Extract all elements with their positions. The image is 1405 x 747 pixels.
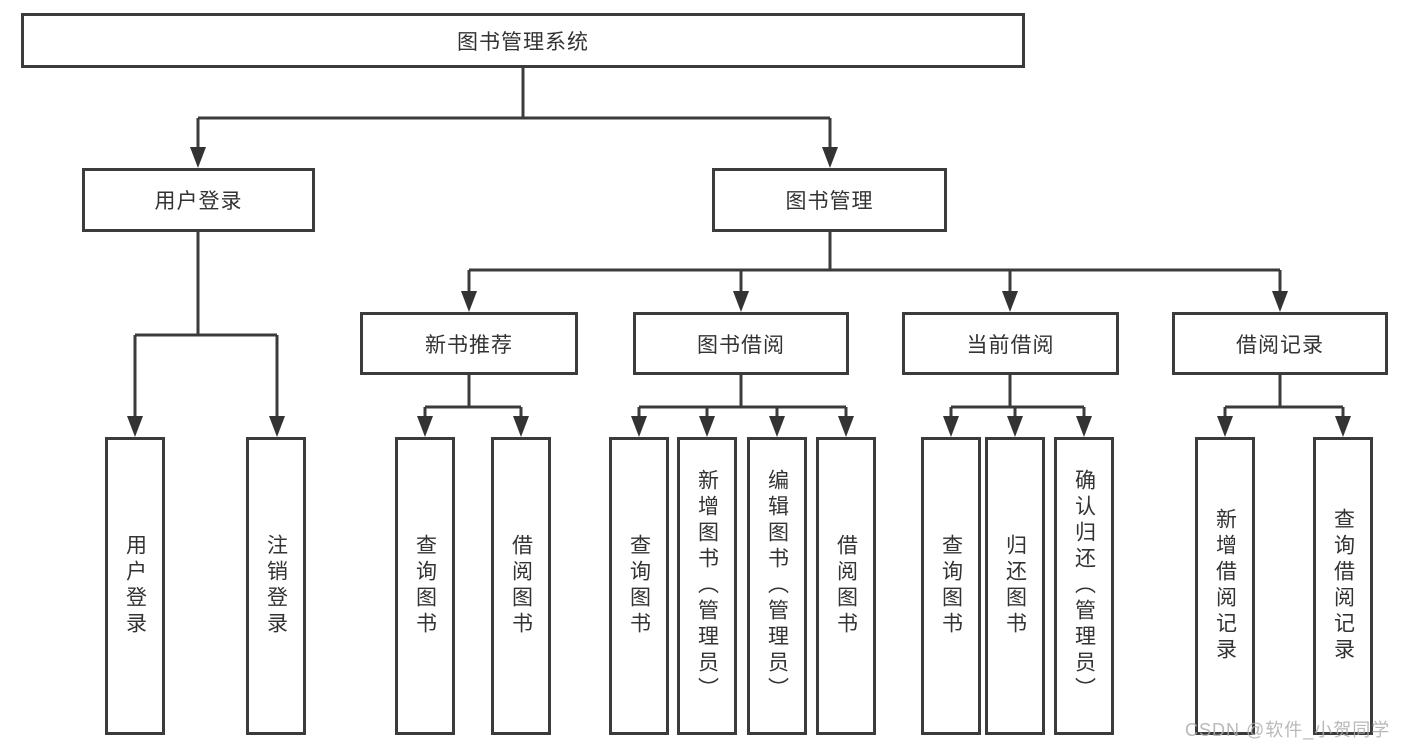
leaf-label: 用户登录 — [123, 534, 147, 638]
leaf-label: 查询借阅记录 — [1331, 508, 1355, 664]
leaf-label: 查询图书 — [413, 534, 437, 638]
node-leaf-add-book-admin: 新增图书（管理员） — [677, 437, 737, 735]
node-new-book-recommend: 新书推荐 — [360, 312, 578, 375]
node-leaf-add-borrow-record: 新增借阅记录 — [1195, 437, 1255, 735]
node-leaf-query-book-3: 查询图书 — [921, 437, 981, 735]
leaf-label: 新增借阅记录 — [1213, 508, 1237, 664]
leaf-label: 新增图书（管理员） — [695, 469, 719, 703]
node-borrow-record: 借阅记录 — [1172, 312, 1388, 375]
node-leaf-edit-book-admin: 编辑图书（管理员） — [747, 437, 807, 735]
csdn-watermark: CSDN @软件_小贺同学 — [1185, 720, 1391, 740]
leaf-label: 查询图书 — [627, 534, 651, 638]
node-current-borrow: 当前借阅 — [902, 312, 1119, 375]
leaf-label: 归还图书 — [1003, 534, 1027, 638]
node-leaf-query-book-1: 查询图书 — [395, 437, 455, 735]
node-leaf-return-book: 归还图书 — [985, 437, 1045, 735]
node-leaf-logout: 注销登录 — [246, 437, 306, 735]
node-book-borrow: 图书借阅 — [633, 312, 849, 375]
node-leaf-query-book-2: 查询图书 — [609, 437, 669, 735]
leaf-label: 确认归还（管理员） — [1072, 469, 1096, 703]
arrowhead-icons — [127, 147, 1351, 437]
node-user-login: 用户登录 — [82, 168, 315, 232]
leaf-label: 借阅图书 — [509, 534, 533, 638]
node-leaf-borrow-book-1: 借阅图书 — [491, 437, 551, 735]
node-leaf-confirm-return-admin: 确认归还（管理员） — [1054, 437, 1114, 735]
leaf-label: 借阅图书 — [834, 534, 858, 638]
node-leaf-borrow-book-2: 借阅图书 — [816, 437, 876, 735]
leaf-label: 编辑图书（管理员） — [765, 469, 789, 703]
leaf-label: 注销登录 — [264, 534, 288, 638]
node-book-management: 图书管理 — [712, 168, 947, 232]
node-leaf-query-borrow-record: 查询借阅记录 — [1313, 437, 1373, 735]
node-leaf-user-login: 用户登录 — [105, 437, 165, 735]
node-root-system: 图书管理系统 — [21, 13, 1025, 68]
leaf-label: 查询图书 — [939, 534, 963, 638]
